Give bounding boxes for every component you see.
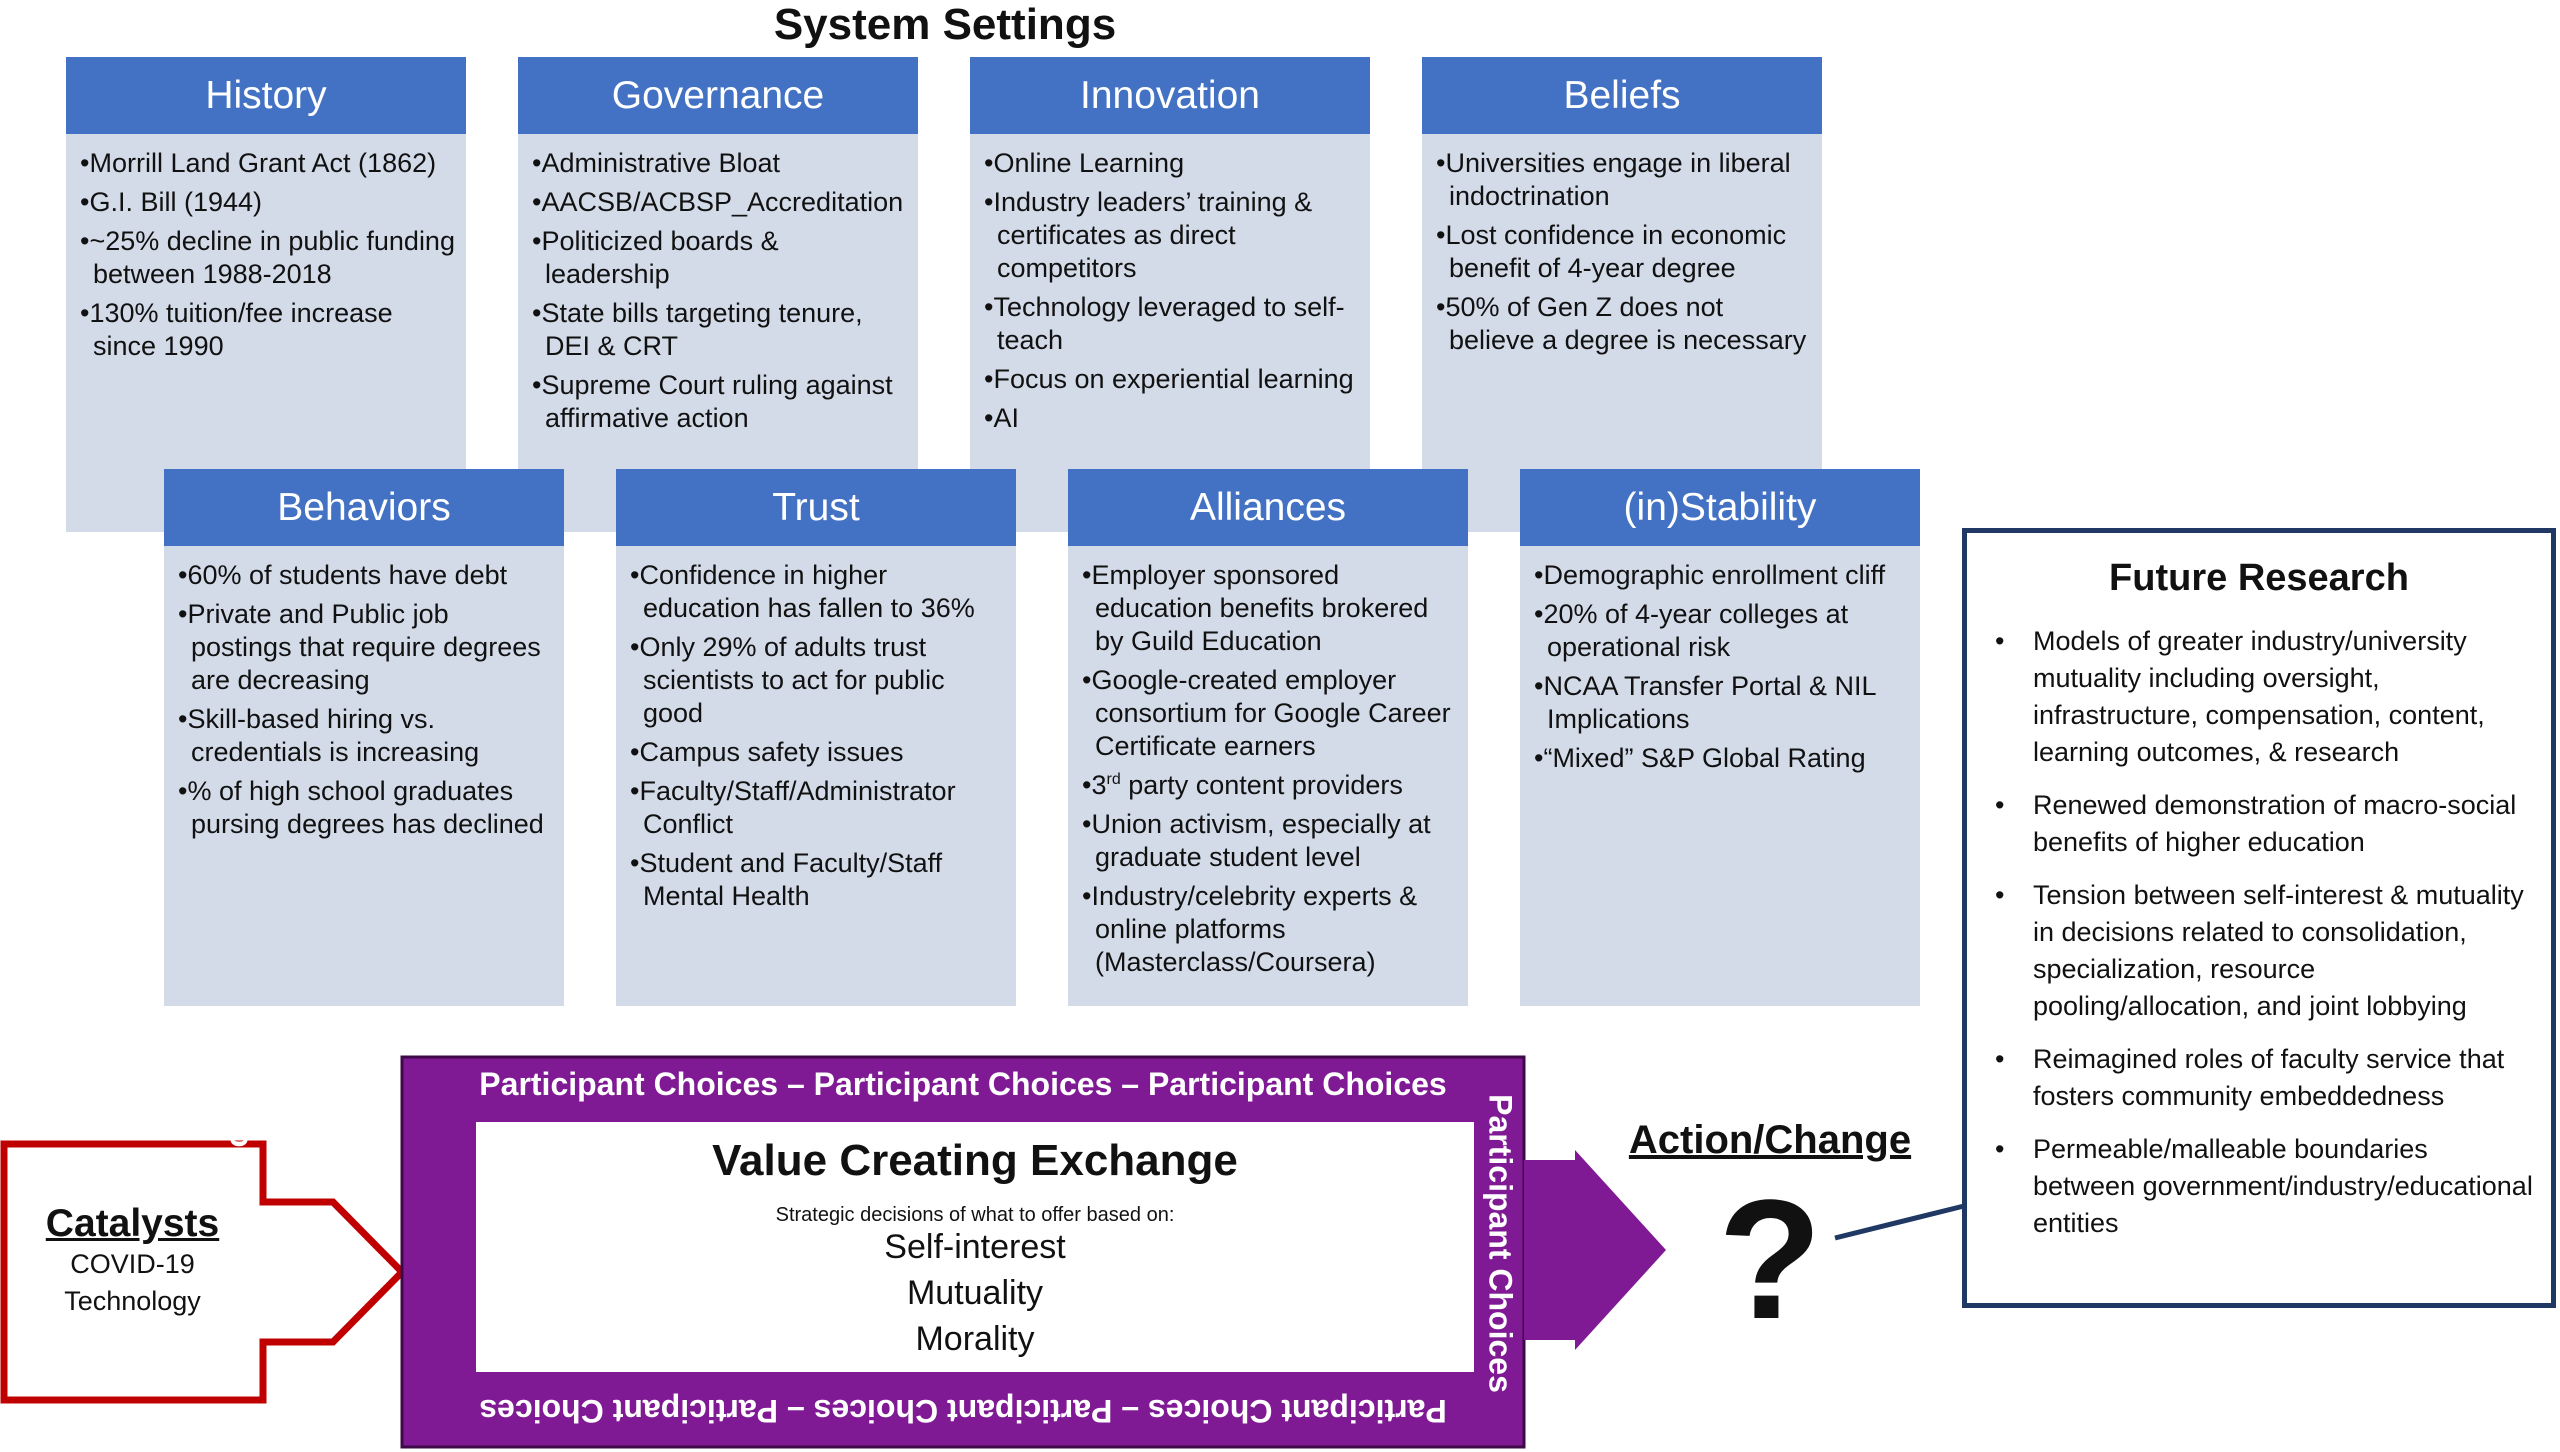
- list-item: Tension between self-interest & mutualit…: [1995, 877, 2533, 1025]
- card-list: Confidence in higher education has falle…: [630, 559, 1006, 919]
- exchange-title: Value Creating Exchange: [712, 1136, 1238, 1185]
- list-item: Renewed demonstration of macro-social be…: [1995, 787, 2533, 861]
- list-item: Politicized boards & leadership: [532, 225, 908, 291]
- list-item: Morrill Land Grant Act (1862): [80, 147, 456, 180]
- list-item: Campus safety issues: [630, 736, 1006, 769]
- list-item: NCAA Transfer Portal & NIL Implications: [1534, 670, 1910, 736]
- future-research-title: Future Research: [2109, 557, 2409, 599]
- list-item: Industry/celebrity experts & online plat…: [1082, 880, 1458, 979]
- card-alliances: Alliances Employer sponsored education b…: [1068, 469, 1468, 1006]
- list-item: Universities engage in liberal indoctrin…: [1436, 147, 1812, 213]
- list-item: Private and Public job postings that req…: [178, 598, 554, 697]
- list-item: Supreme Court ruling against affirmative…: [532, 369, 908, 435]
- card-list: Employer sponsored education benefits br…: [1082, 559, 1458, 985]
- card-innovation: Innovation Online Learning Industry lead…: [970, 57, 1370, 532]
- list-item: 3rd party content providers: [1082, 769, 1458, 802]
- list-item: AACSB/ACBSP_Accreditation: [532, 186, 908, 219]
- list-item: Google-created employer consortium for G…: [1082, 664, 1458, 763]
- exchange-value: Morality: [915, 1320, 1035, 1358]
- list-item: AI: [984, 402, 1360, 435]
- diagram-title: System Settings: [773, 0, 1117, 49]
- list-item: ~25% decline in public funding between 1…: [80, 225, 456, 291]
- card-title: Innovation: [970, 57, 1370, 134]
- card-governance: Governance Administrative Bloat AACSB/AC…: [518, 57, 918, 532]
- list-item: Industry leaders’ training & certificate…: [984, 186, 1360, 285]
- exchange-value: Mutuality: [906, 1274, 1044, 1312]
- card-title: Behaviors: [164, 469, 564, 546]
- list-item: % of high school graduates pursing degre…: [178, 775, 554, 841]
- card-title: History: [66, 57, 466, 134]
- list-item: Student and Faculty/Staff Mental Health: [630, 847, 1006, 913]
- catalyst-item: Technology: [64, 1286, 201, 1316]
- card-list: Universities engage in liberal indoctrin…: [1436, 147, 1812, 363]
- card-behaviors: Behaviors 60% of students have debt Priv…: [164, 469, 564, 1006]
- list-item: Models of greater industry/university mu…: [1995, 623, 2533, 771]
- card-title: Beliefs: [1422, 57, 1822, 134]
- action-change-label: Action/Change: [1628, 1118, 1912, 1162]
- list-item: 20% of 4-year colleges at operational ri…: [1534, 598, 1910, 664]
- card-list: Administrative Bloat AACSB/ACBSP_Accredi…: [532, 147, 908, 441]
- list-item: 60% of students have debt: [178, 559, 554, 592]
- catalysts-title: Catalysts: [45, 1202, 220, 1245]
- list-item: Online Learning: [984, 147, 1360, 180]
- list-item: Only 29% of adults trust scientists to a…: [630, 631, 1006, 730]
- card-list: Demographic enrollment cliff 20% of 4-ye…: [1534, 559, 1910, 781]
- list-item: Technology leveraged to self-teach: [984, 291, 1360, 357]
- card-trust: Trust Confidence in higher education has…: [616, 469, 1016, 1006]
- list-item: Focus on experiential learning: [984, 363, 1360, 396]
- participant-choices-bottom: Participant Choices – Participant Choice…: [479, 1393, 1447, 1429]
- list-item: Lost confidence in economic benefit of 4…: [1436, 219, 1812, 285]
- card-list: 60% of students have debt Private and Pu…: [178, 559, 554, 847]
- card-list: Morrill Land Grant Act (1862) G.I. Bill …: [80, 147, 456, 369]
- list-item-text: party content providers: [1120, 770, 1403, 800]
- list-item-text: 3: [1091, 770, 1107, 800]
- value-exchange-box: Value Creating Exchange Strategic decisi…: [476, 1122, 1474, 1372]
- list-item: Confidence in higher education has falle…: [630, 559, 1006, 625]
- question-mark: ?: [1718, 1165, 1822, 1355]
- card-instability: (in)Stability Demographic enrollment cli…: [1520, 469, 1920, 1006]
- list-item: State bills targeting tenure, DEI & CRT: [532, 297, 908, 363]
- list-item: 50% of Gen Z does not believe a degree i…: [1436, 291, 1812, 357]
- participant-choices-top: Participant Choices – Participant Choice…: [479, 1066, 1447, 1102]
- exchange-subtitle: Strategic decisions of what to offer bas…: [775, 1204, 1175, 1226]
- exchange-value: Self-interest: [884, 1228, 1066, 1266]
- connector-line: [1834, 1203, 1965, 1241]
- catalysts-arrow-shape: [0, 1140, 407, 1404]
- list-item: Employer sponsored education benefits br…: [1082, 559, 1458, 658]
- list-item: Administrative Bloat: [532, 147, 908, 180]
- superscript: rd: [1106, 771, 1121, 788]
- list-item: Faculty/Staff/Administrator Conflict: [630, 775, 1006, 841]
- list-item: “Mixed” S&P Global Rating: [1534, 742, 1910, 775]
- list-item: Permeable/malleable boundaries between g…: [1995, 1131, 2533, 1242]
- future-research-box: Future Research Models of greater indust…: [1962, 528, 2556, 1308]
- participant-choices-left: Participant Choices: [218, 1094, 255, 1393]
- list-item: Reimagined roles of faculty service that…: [1995, 1041, 2533, 1115]
- card-beliefs: Beliefs Universities engage in liberal i…: [1422, 57, 1822, 532]
- list-item: Demographic enrollment cliff: [1534, 559, 1910, 592]
- future-research-list: Models of greater industry/university mu…: [1995, 623, 2533, 1258]
- list-item: 130% tuition/fee increase since 1990: [80, 297, 456, 363]
- participant-choices-right: Participant Choices: [1482, 1094, 1519, 1393]
- catalysts: Catalysts COVID-19 Technology: [10, 1202, 255, 1320]
- catalyst-item: COVID-19: [70, 1249, 195, 1279]
- card-list: Online Learning Industry leaders’ traini…: [984, 147, 1360, 441]
- card-history: History Morrill Land Grant Act (1862) G.…: [66, 57, 466, 532]
- list-item: Skill-based hiring vs. credentials is in…: [178, 703, 554, 769]
- card-title: (in)Stability: [1520, 469, 1920, 546]
- card-title: Governance: [518, 57, 918, 134]
- card-title: Alliances: [1068, 469, 1468, 546]
- list-item: G.I. Bill (1944): [80, 186, 456, 219]
- list-item: Union activism, especially at graduate s…: [1082, 808, 1458, 874]
- card-title: Trust: [616, 469, 1016, 546]
